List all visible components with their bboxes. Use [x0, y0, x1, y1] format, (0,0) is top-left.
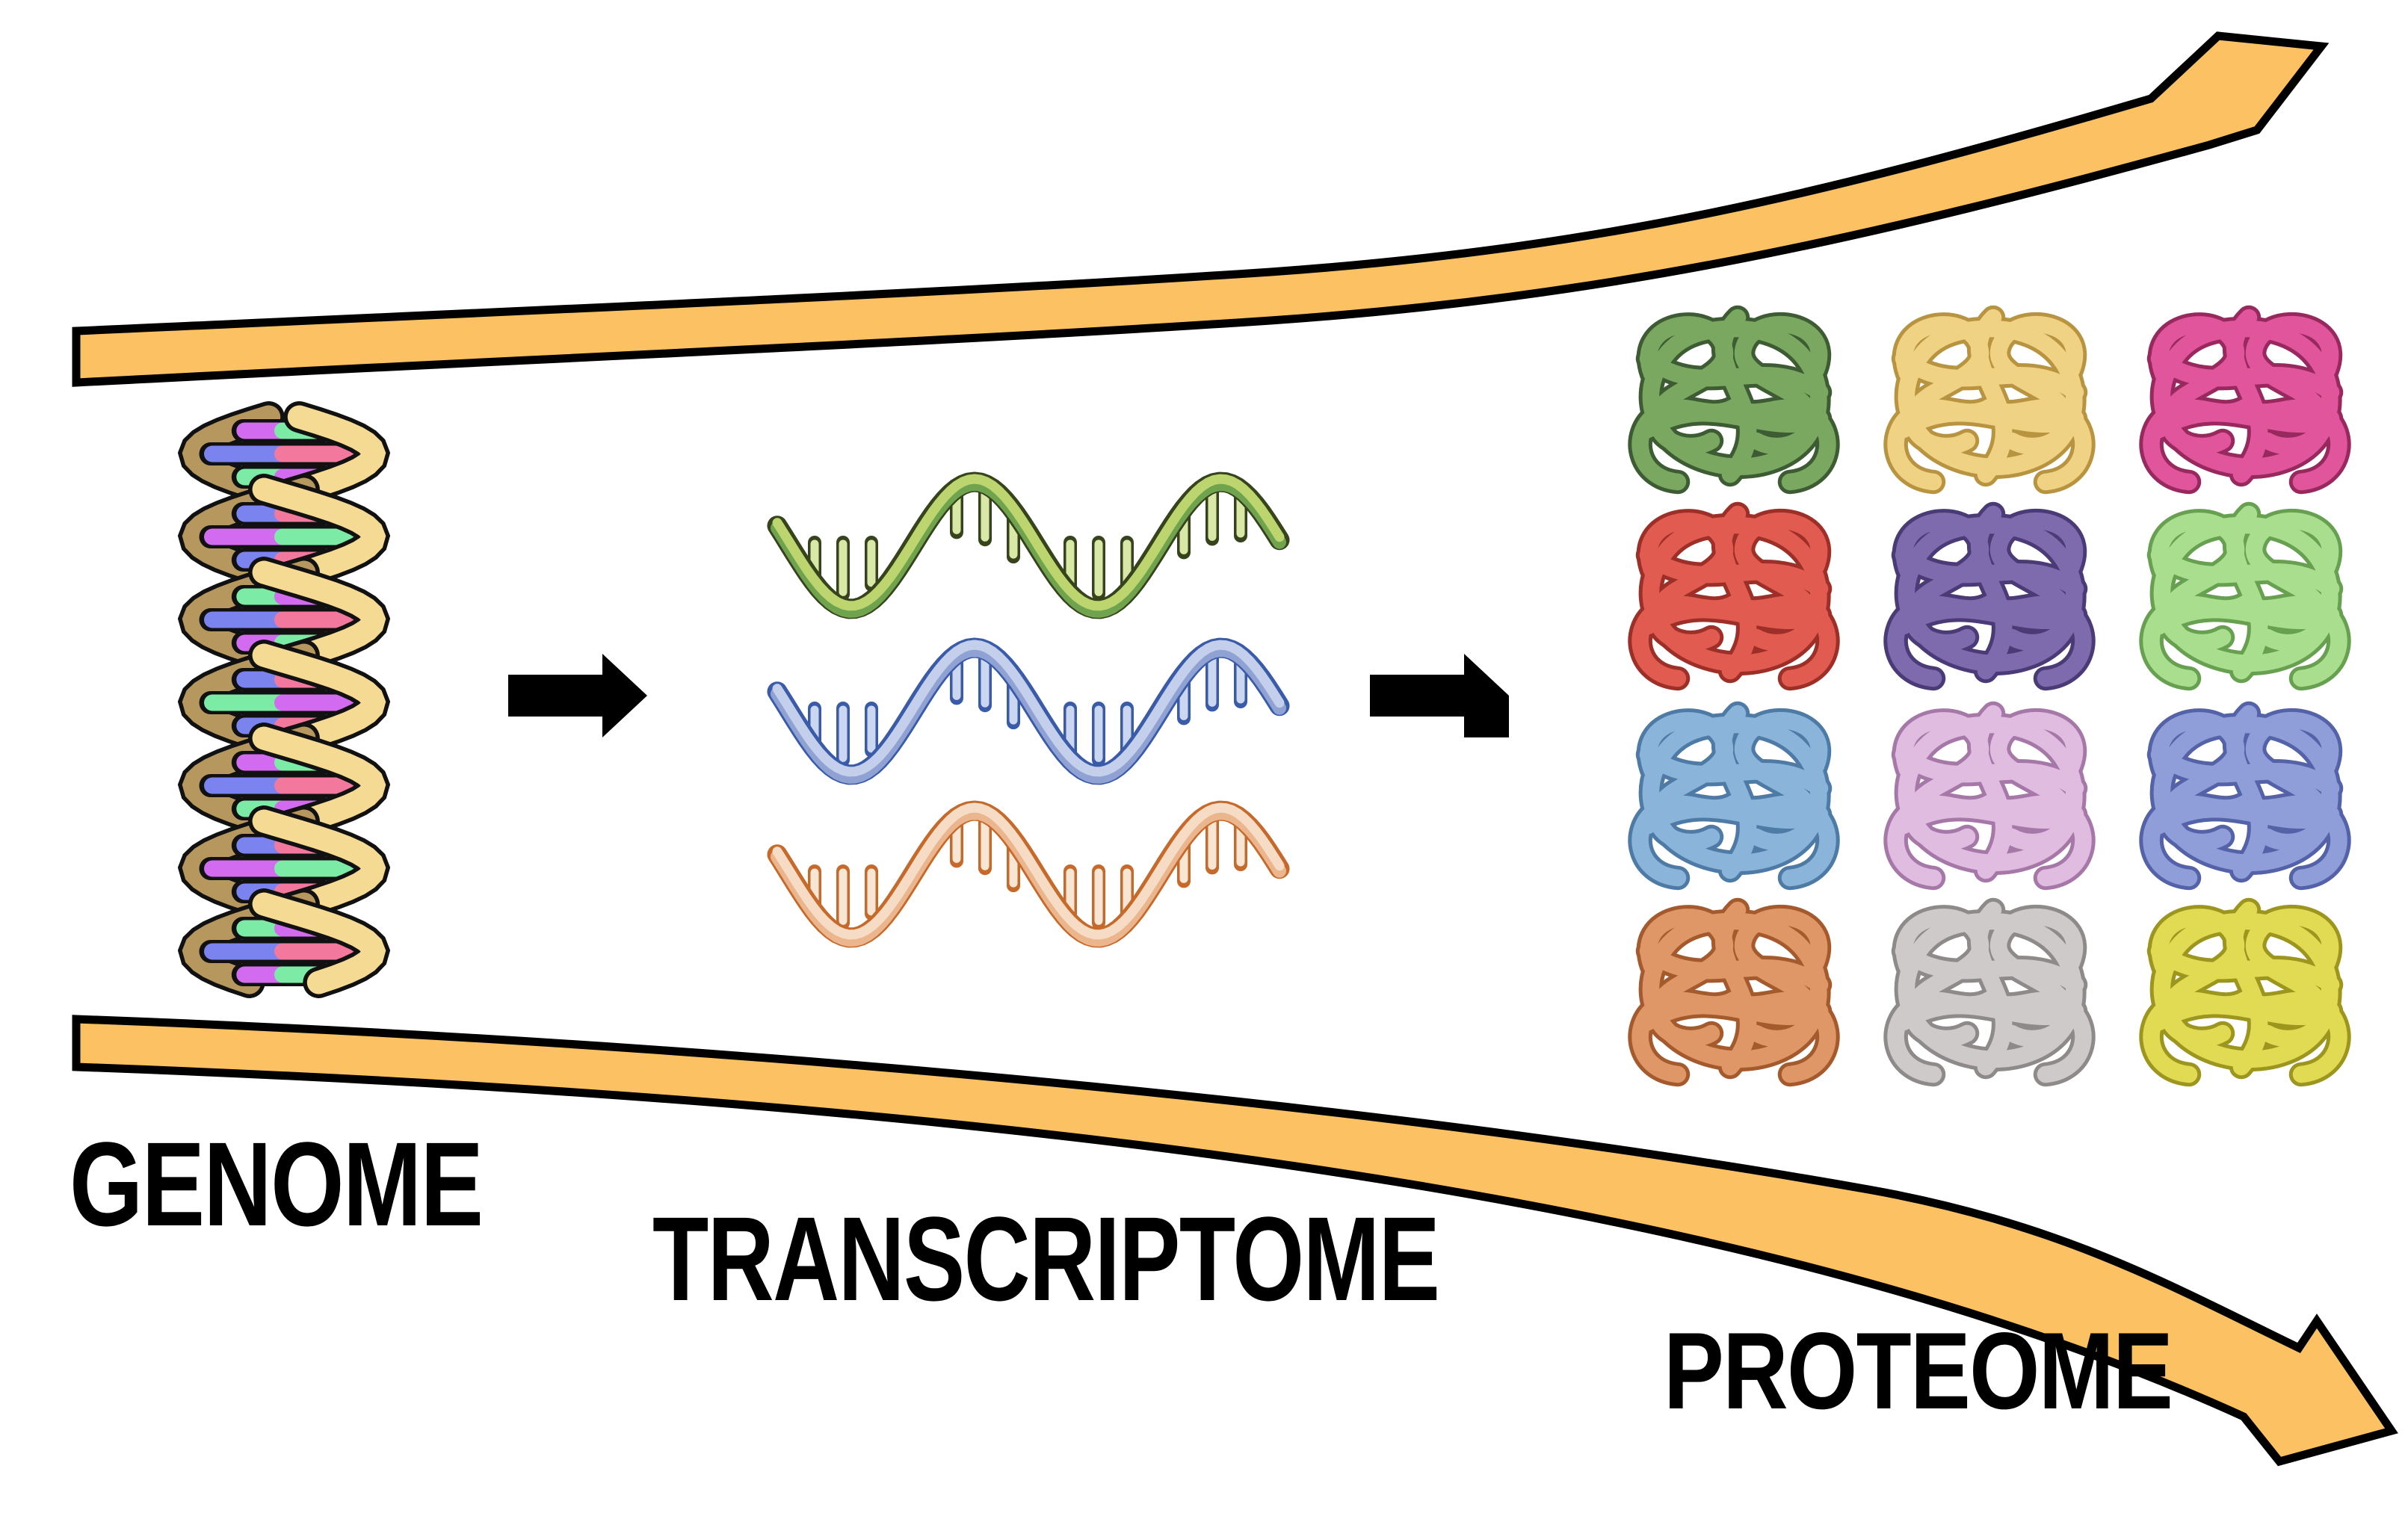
protein-knot-r4c1 — [1628, 897, 1840, 1087]
protein-knot-r1c2 — [1883, 305, 2096, 495]
expansion-arrow-bottom — [72, 1015, 2398, 1467]
dna-helix-segment — [177, 888, 391, 998]
stage-label-genome: GENOME — [70, 1117, 484, 1251]
protein-knot-r4c2 — [1883, 897, 2096, 1087]
protein-knot-r4c3 — [2139, 897, 2351, 1087]
protein-knot-r2c1 — [1628, 501, 1840, 691]
stage-label-transcriptome: TRANSCRIPTOME — [652, 1192, 1440, 1325]
mrna-strand-orange — [767, 800, 1290, 948]
mrna-strand-green — [767, 471, 1290, 619]
protein-knot-r1c1 — [1628, 305, 1840, 495]
protein-grid-illustration — [1628, 305, 2351, 1087]
stage-label-proteome: PROTEOME — [1664, 1310, 2173, 1432]
protein-knot-r1c3 — [2139, 305, 2351, 495]
protein-knot-r2c3 — [2139, 501, 2351, 691]
protein-knot-r2c2 — [1883, 501, 2096, 691]
dna-double-helix-illustration — [177, 401, 391, 998]
protein-knot-r3c2 — [1883, 701, 2096, 891]
protein-knot-r3c1 — [1628, 701, 1840, 891]
mrna-strands-illustration — [767, 471, 1290, 948]
flow-arrow-dna-to-rna — [508, 654, 647, 737]
flow-arrow-rna-to-protein — [1370, 654, 1509, 737]
expansion-arrow-top — [72, 31, 2330, 387]
protein-knot-r3c3 — [2139, 701, 2351, 891]
mrna-strand-blue — [767, 637, 1290, 785]
